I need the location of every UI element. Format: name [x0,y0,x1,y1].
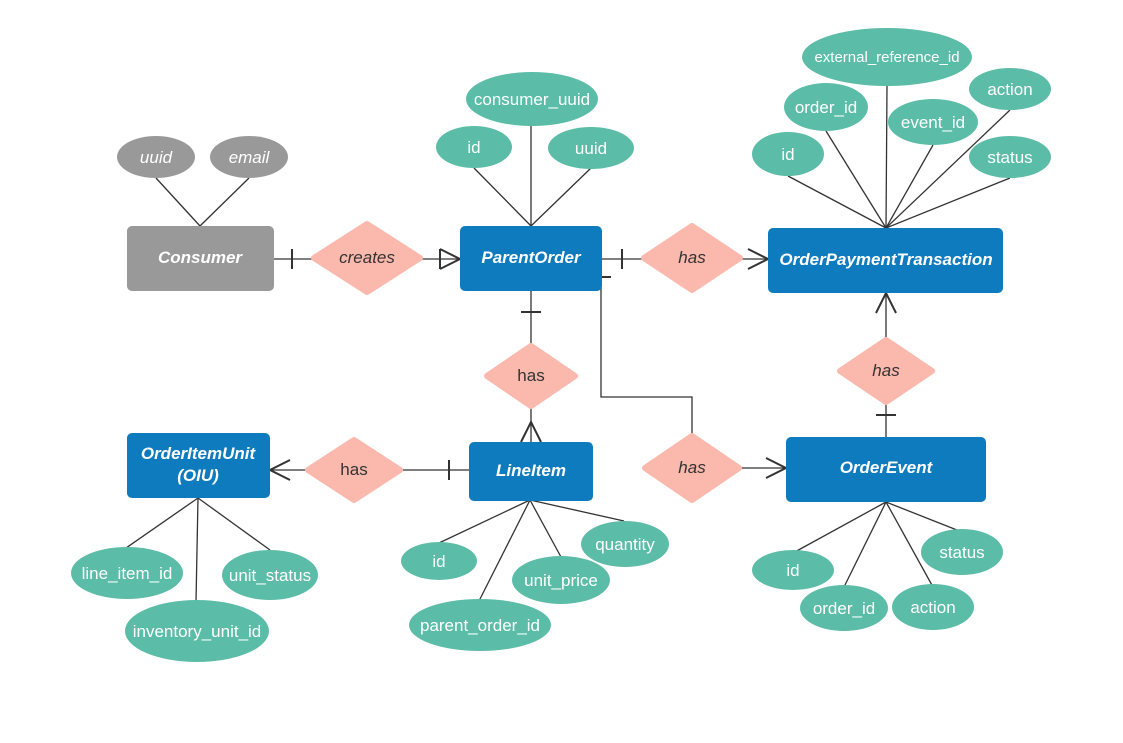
rel-has-oiu-shape[interactable] [305,437,403,503]
line-opt-event-id [885,144,934,229]
line-opt-id [787,175,887,229]
attr-opt-event-id-shape[interactable] [888,99,978,145]
attr-lineitem-id-shape[interactable] [401,542,477,580]
lineitem-crowfoot [520,419,542,443]
rel-has-event-payment: has [872,361,900,380]
attr-opt-id: id [781,145,794,164]
line-opt-order-id [825,130,887,229]
line-lineitem-quantity [529,499,625,522]
entity-consumer-shape[interactable] [127,226,274,291]
attr-oiu-inventory-unit-id: inventory_unit_id [133,622,262,641]
entity-order-payment-transaction-shape[interactable] [768,228,1003,293]
attr-opt-status: status [987,148,1032,167]
attr-event-order-id-shape[interactable] [800,585,888,631]
attr-opt-action: action [987,80,1032,99]
line-oiu-unit-status [197,497,271,551]
entity-order-item-unit-line1: OrderItemUnit [141,444,257,463]
rel-has-payment-shape[interactable] [641,223,743,293]
entity-order-item-unit-shape[interactable] [127,433,270,498]
line-event-status [885,501,963,533]
rel-has-event-parent: has [678,458,706,477]
line-opt-status [885,177,1011,229]
attr-event-status: status [939,543,984,562]
attr-event-id: id [786,561,799,580]
attr-opt-id-shape[interactable] [752,132,824,176]
rel-has-payment: has [678,248,706,267]
attr-opt-event-id: event_id [901,113,965,132]
attr-event-action: action [910,598,955,617]
entity-lineitem-shape[interactable] [469,442,593,501]
entities: Consumer ParentOrder OrderPaymentTransac… [127,226,1003,502]
attr-lineitem-parent-order-id-shape[interactable] [409,599,551,651]
relationship-diamonds: creates has has has has has [305,221,935,503]
attr-parentorder-id: id [467,138,480,157]
attr-opt-order-id: order_id [795,98,857,117]
rel-creates-shape[interactable] [311,221,423,295]
line-event-id [792,501,887,554]
attr-oiu-line-item-id-shape[interactable] [71,547,183,599]
entity-parentorder: ParentOrder [481,248,582,267]
line-parentorder-uuid [530,167,592,227]
line-lineitem-unit-price [529,499,562,558]
line-parentorder-has-event [600,277,693,436]
attr-consumer-email: email [229,148,271,167]
rel-has-lineitem-shape[interactable] [484,343,578,409]
attr-consumer-email-shape[interactable] [210,136,288,178]
attr-parentorder-id-shape[interactable] [436,126,512,168]
line-event-order-id [843,501,887,588]
attr-event-order-id: order_id [813,599,875,618]
line-opt-action [885,109,1011,229]
line-oiu-inventory-unit-id [195,497,199,603]
attr-parentorder-uuid-shape[interactable] [548,127,634,169]
rel-has-oiu: has [340,460,367,479]
line-oiu-line-item-id [125,497,199,549]
attr-lineitem-quantity-shape[interactable] [581,521,669,567]
connector-lines [125,85,1011,603]
attr-opt-order-id-shape[interactable] [784,83,868,131]
attr-lineitem-unit-price-shape[interactable] [512,556,610,604]
attr-opt-external-reference-id-shape[interactable] [802,28,972,86]
line-lineitem-parent-order-id [478,499,531,602]
rel-has-event-payment-shape[interactable] [837,337,935,405]
attr-parentorder-uuid: uuid [575,139,607,158]
attr-event-action-shape[interactable] [892,584,974,630]
attr-oiu-unit-status: unit_status [229,566,311,585]
attr-lineitem-id: id [432,552,445,571]
line-consumer-email [199,177,250,227]
attr-opt-external-reference-id: external_reference_id [814,49,959,66]
entity-orderevent: OrderEvent [840,458,934,477]
line-event-action [885,501,934,588]
rel-creates: creates [339,248,395,267]
attr-oiu-line-item-id: line_item_id [82,564,173,583]
entity-consumer: Consumer [158,248,243,267]
attr-opt-status-shape[interactable] [969,136,1051,178]
attr-parentorder-consumer-uuid: consumer_uuid [474,90,590,109]
attr-consumer-uuid-shape[interactable] [117,136,195,178]
line-lineitem-id [438,499,531,544]
attr-consumer-uuid: uuid [140,148,173,167]
entity-parentorder-shape[interactable] [460,226,602,291]
entity-order-payment-transaction: OrderPaymentTransaction [779,250,992,269]
attr-oiu-unit-status-shape[interactable] [222,550,318,600]
line-parentorder-id [473,167,532,227]
attribute-ellipses: uuid email id consumer_uuid uuid externa… [71,28,1051,662]
attr-oiu-inventory-unit-id-shape[interactable] [125,600,269,662]
rel-has-lineitem: has [517,366,544,385]
attr-lineitem-parent-order-id: parent_order_id [420,616,540,635]
attr-parentorder-consumer-uuid-shape[interactable] [466,72,598,126]
line-opt-external-reference-id [885,85,888,229]
line-consumer-uuid [155,177,201,227]
entity-order-item-unit-line2: (OIU) [177,466,219,485]
rel-has-event-parent-shape[interactable] [642,433,742,503]
entity-orderevent-shape[interactable] [786,437,986,502]
attr-opt-action-shape[interactable] [969,68,1051,110]
attr-event-id-shape[interactable] [752,550,834,590]
entity-lineitem: LineItem [496,461,566,480]
attr-event-status-shape[interactable] [921,529,1003,575]
attr-lineitem-quantity: quantity [595,535,655,554]
attr-lineitem-unit-price: unit_price [524,571,598,590]
